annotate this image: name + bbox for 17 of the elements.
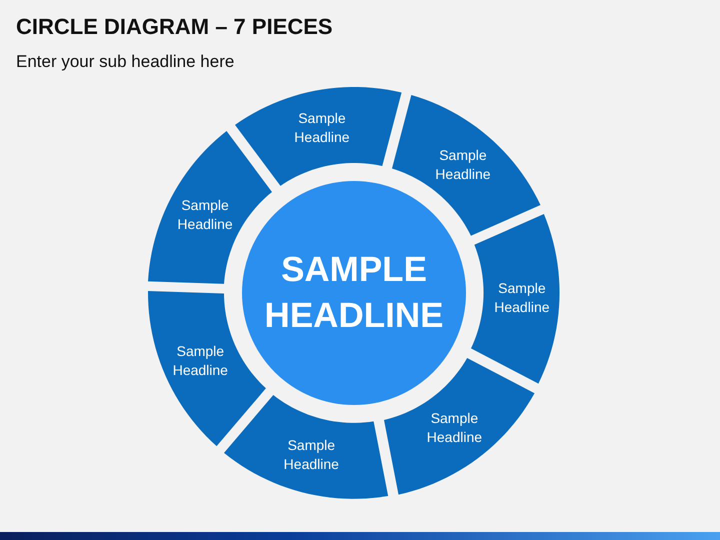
segment-label: Sample Headline xyxy=(172,342,229,380)
ring-segment xyxy=(148,130,272,284)
center-headline: SAMPLE HEADLINE xyxy=(264,249,444,337)
segment-label: Sample Headline xyxy=(426,408,484,447)
ring-segment xyxy=(148,291,266,446)
ring-segment xyxy=(471,214,560,384)
ring-segment xyxy=(392,95,540,236)
ring-segment xyxy=(224,395,388,499)
title: CIRCLE DIAGRAM – 7 PIECES xyxy=(16,14,333,40)
segment-label: Sample Headline xyxy=(176,196,234,234)
segment-label: Sample Headline xyxy=(282,436,340,474)
ring-segment xyxy=(234,87,402,186)
subtitle: Enter your sub headline here xyxy=(16,52,234,72)
ring-segment xyxy=(384,358,534,494)
segment-label: Sample Headline xyxy=(493,279,551,318)
segment-label: Sample Headline xyxy=(434,146,492,184)
segment-label: Sample Headline xyxy=(293,109,351,148)
